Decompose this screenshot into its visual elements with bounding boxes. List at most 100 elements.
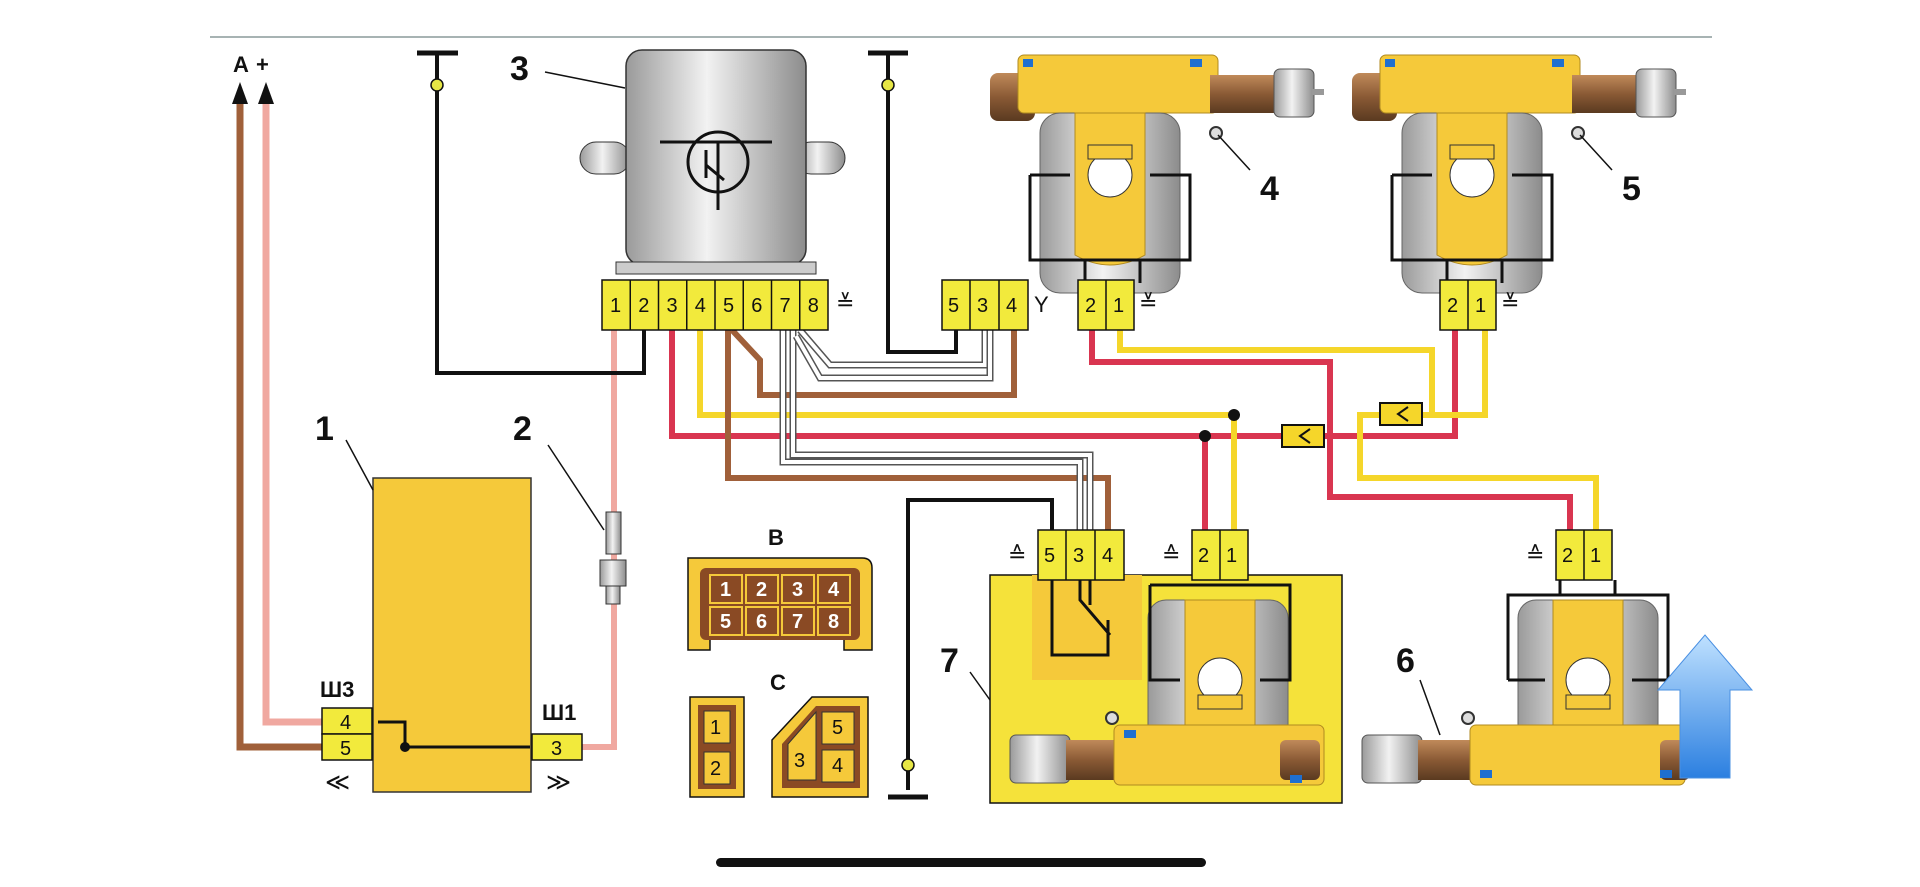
connector-sh3: Ш3 4 5 ≪ — [320, 677, 373, 796]
svg-text:5: 5 — [832, 717, 843, 739]
wire-black-ground-3 — [435, 55, 646, 375]
unit-7: 7 — [940, 574, 1343, 804]
svg-text:4: 4 — [832, 755, 843, 777]
wire-brown-5 — [725, 330, 1111, 530]
connector-b-cell — [817, 606, 851, 636]
unit-7-left-connector: 5 3 4 ≙ — [1008, 529, 1125, 581]
svg-text:С: С — [770, 670, 786, 695]
svg-text:3: 3 — [977, 295, 988, 317]
svg-text:1: 1 — [1113, 295, 1124, 317]
connector-b-cell — [781, 574, 815, 604]
plug-arrow-icon: ≙ — [1008, 542, 1026, 567]
controller-pin-label: 7 — [780, 295, 791, 317]
connector-b-pin-label: 5 — [720, 611, 731, 633]
ground-symbol — [888, 758, 928, 800]
wire-brown-6 — [729, 327, 1017, 398]
svg-text:4: 4 — [1006, 295, 1017, 317]
svg-text:6: 6 — [1396, 642, 1415, 680]
svg-text:5: 5 — [340, 738, 351, 760]
wire-red-3 — [669, 330, 1458, 439]
connector-c: С 1 2 5 3 4 — [689, 670, 869, 798]
plug-arrow-icon: ≙ — [1526, 542, 1544, 567]
connector-b-pin-label: 2 — [756, 579, 767, 601]
controller-pin-label: 8 — [808, 295, 819, 317]
unit-7-right-connector: 2 1 ≙ — [1162, 529, 1249, 581]
controller-pin-label: 2 — [638, 295, 649, 317]
svg-text:4: 4 — [340, 712, 351, 734]
wire-brown-a — [236, 98, 326, 751]
connector-b-pin-label: 3 — [792, 579, 803, 601]
inline-connector-1 — [1281, 424, 1325, 448]
ground-symbol — [868, 50, 908, 92]
connector-b-cell — [745, 606, 779, 636]
svg-text:5: 5 — [1044, 545, 1055, 567]
terminal-a: А — [232, 52, 249, 104]
connector-b-cell — [709, 606, 743, 636]
connector-b: В 1 2 3 4 5 6 7 8 — [687, 525, 873, 651]
actuator-5-connector: 2 1 ≚ 5 — [1439, 134, 1641, 331]
wire-pink-sh1 — [582, 330, 617, 750]
arrow-up-icon[interactable] — [1656, 634, 1754, 779]
controller-pin-label: 3 — [667, 295, 678, 317]
home-indicator[interactable] — [716, 858, 1206, 867]
socket-icon: Y — [1034, 292, 1049, 317]
transistor-icon — [660, 130, 772, 210]
svg-text:3: 3 — [510, 50, 529, 88]
svg-text:1: 1 — [710, 717, 721, 739]
svg-text:4: 4 — [1260, 170, 1279, 208]
plug-arrow-icon: ≚ — [1139, 290, 1157, 315]
middle-connector: 5 3 4 Y — [941, 279, 1049, 331]
connector-b-pin-label: 8 — [828, 611, 839, 633]
actuator-4-connector: 2 1 ≚ 4 — [1077, 134, 1279, 331]
connector-b-pin-label: 1 — [720, 579, 731, 601]
wire-black-unit7 — [906, 498, 1054, 790]
svg-text:1: 1 — [315, 410, 334, 448]
plug-arrow-icon: ≙ — [1162, 542, 1180, 567]
svg-text:7: 7 — [940, 642, 959, 680]
svg-text:В: В — [768, 525, 784, 550]
actuator-6-connector: 2 1 ≙ — [1526, 529, 1613, 581]
connector-b-cell — [817, 574, 851, 604]
inline-connector-2 — [1379, 402, 1423, 426]
svg-text:2: 2 — [1562, 545, 1573, 567]
controller-pin-label: 1 — [610, 295, 621, 317]
junction-dot — [1199, 430, 1211, 442]
connector-sh1: Ш1 3 ≫ — [531, 700, 583, 796]
svg-text:5: 5 — [948, 295, 959, 317]
wire-pink-plus — [262, 98, 326, 726]
svg-text:А: А — [233, 52, 249, 77]
wire-yellow-4 — [697, 330, 1237, 530]
svg-text:1: 1 — [1226, 545, 1237, 567]
svg-text:2: 2 — [710, 758, 721, 780]
junction-dot — [1228, 409, 1240, 421]
svg-text:3: 3 — [551, 738, 562, 760]
plug-arrow-icon: ≚ — [1501, 290, 1519, 315]
block-wire — [378, 720, 530, 749]
svg-text:Ш3: Ш3 — [320, 677, 354, 702]
connector-b-cell — [745, 574, 779, 604]
terminal-plus: + — [256, 52, 274, 104]
controller-pin-label: 5 — [723, 295, 734, 317]
svg-text:2: 2 — [1198, 545, 1209, 567]
controller-pin-label: 4 — [695, 295, 706, 317]
actuator-4 — [990, 54, 1324, 294]
ground-symbol — [417, 50, 458, 92]
svg-text:2: 2 — [1085, 295, 1096, 317]
door-switch-2: 2 — [513, 410, 627, 605]
connector-b-pin-label: 7 — [792, 611, 803, 633]
control-block-1: 1 — [315, 410, 532, 793]
svg-text:2: 2 — [513, 410, 532, 448]
controller-3: 3 — [510, 49, 846, 275]
connector-b-pin-label: 6 — [756, 611, 767, 633]
plug-arrow-icon: ≚ — [836, 290, 854, 315]
wire-black-ground-mid — [886, 55, 958, 354]
svg-text:Ш1: Ш1 — [542, 700, 576, 725]
connector-b-cell — [709, 574, 743, 604]
controller-pin-label: 6 — [751, 295, 762, 317]
actuator-6: 6 — [1361, 580, 1690, 786]
svg-text:3: 3 — [1073, 545, 1084, 567]
svg-text:3: 3 — [794, 750, 805, 772]
connector-b-pin-label: 4 — [828, 579, 840, 601]
svg-text:1: 1 — [1475, 295, 1486, 317]
